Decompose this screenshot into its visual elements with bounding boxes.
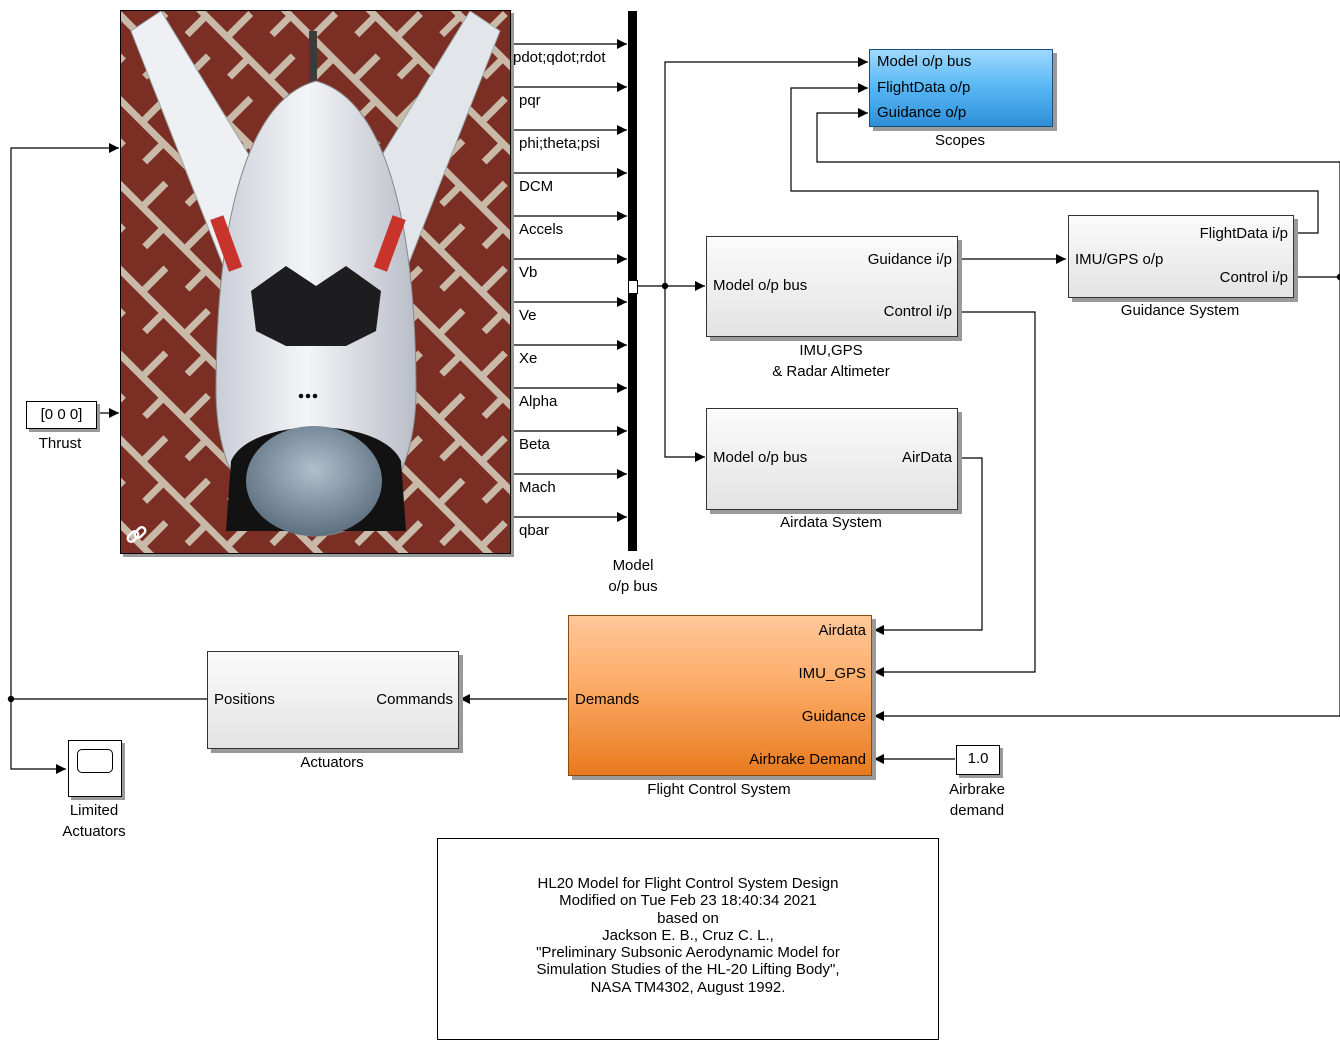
scopes-port-model: Model o/p bus: [877, 53, 972, 70]
airdata-out-port: AirData: [901, 449, 952, 466]
library-link-icon: [126, 526, 147, 543]
bus-signal-label: Alpha: [519, 393, 558, 410]
scopes-block[interactable]: Model o/p bus FlightData o/p Guidance o/…: [869, 49, 1053, 127]
airdata-label: Airdata System: [780, 514, 882, 531]
actuators-out-positions: Positions: [214, 691, 275, 708]
guidance-in-port: IMU/GPS o/p: [1075, 251, 1164, 268]
limited-actuators-scope-block[interactable]: [68, 740, 122, 797]
fcs-in-airbrake: Airbrake Demand: [749, 751, 866, 768]
airdata-system-block[interactable]: Model o/p bus AirData: [706, 408, 958, 510]
bus-signal-label: Mach: [519, 479, 556, 496]
annotation-line: NASA TM4302, August 1992.: [590, 978, 786, 996]
imu-in-port: Model o/p bus: [713, 277, 808, 294]
annotation-line: HL20 Model for Flight Control System Des…: [537, 875, 839, 892]
airdata-in-port: Model o/p bus: [713, 449, 808, 466]
guidance-out-control: Control i/p: [1219, 269, 1288, 286]
bus-signal-label: pqr: [519, 92, 541, 109]
annotation-line: Modified on Tue Feb 23 18:40:34 2021: [559, 892, 817, 910]
fcs-label: Flight Control System: [647, 781, 791, 798]
annotation-line: Jackson E. B., Cruz C. L.,: [602, 926, 774, 944]
scopes-port-flightdata: FlightData o/p: [877, 79, 971, 96]
fcs-in-imu-gps: IMU_GPS: [798, 665, 866, 682]
bus-signal-label: pdot;qdot;rdot: [513, 49, 606, 66]
bus-output-marker: [628, 280, 638, 294]
hl20-plant-block[interactable]: [120, 10, 511, 554]
scopes-port-guidance: Guidance o/p: [877, 104, 967, 121]
guidance-out-flightdata: FlightData i/p: [1199, 225, 1288, 242]
bus-signal-label: Xe: [519, 350, 538, 367]
model-annotation: HL20 Model for Flight Control System Des…: [437, 838, 939, 1040]
imu-gps-block[interactable]: Model o/p bus Guidance i/p Control i/p: [706, 236, 958, 337]
bus-signal-label: Accels: [519, 221, 564, 238]
actuators-in-commands: Commands: [376, 691, 453, 708]
fcs-out-demands: Demands: [575, 691, 640, 708]
bus-signal-label: DCM: [519, 178, 554, 195]
imu-out-control: Control i/p: [883, 303, 952, 320]
annotation-line: Simulation Studies of the HL-20 Lifting …: [536, 961, 840, 979]
bus-signal-label: Beta: [519, 436, 550, 453]
guidance-system-block[interactable]: IMU/GPS o/p FlightData i/p Control i/p: [1068, 215, 1294, 298]
actuators-block[interactable]: Positions Commands: [207, 651, 459, 749]
bus-signal-label: qbar: [519, 522, 550, 539]
guidance-label: Guidance System: [1120, 302, 1240, 319]
annotation-line: based on: [657, 909, 719, 927]
scope-screen-icon: [77, 749, 113, 773]
hl20-vehicle-image: [121, 11, 510, 553]
bus-signal-label: Ve: [519, 307, 537, 324]
thrust-constant-block[interactable]: [0 0 0]: [26, 401, 97, 429]
thrust-label: Thrust: [38, 435, 82, 452]
imu-out-guidance: Guidance i/p: [867, 251, 952, 268]
imu-label: IMU,GPS& Radar Altimeter: [772, 342, 890, 380]
annotation-line: "Preliminary Subsonic Aerodynamic Model …: [536, 944, 840, 962]
flight-control-system-block[interactable]: Demands Airdata IMU_GPS Guidance Airbrak…: [568, 615, 872, 776]
bus-signal-label: Vb: [519, 264, 538, 281]
airbrake-constant-block[interactable]: 1.0: [956, 745, 1000, 775]
actuators-label: Actuators: [300, 754, 364, 771]
scopes-label: Scopes: [934, 132, 986, 149]
fcs-in-guidance: Guidance: [801, 708, 866, 725]
bus-signal-label: phi;theta;psi: [519, 135, 600, 152]
fcs-in-airdata: Airdata: [818, 622, 866, 639]
